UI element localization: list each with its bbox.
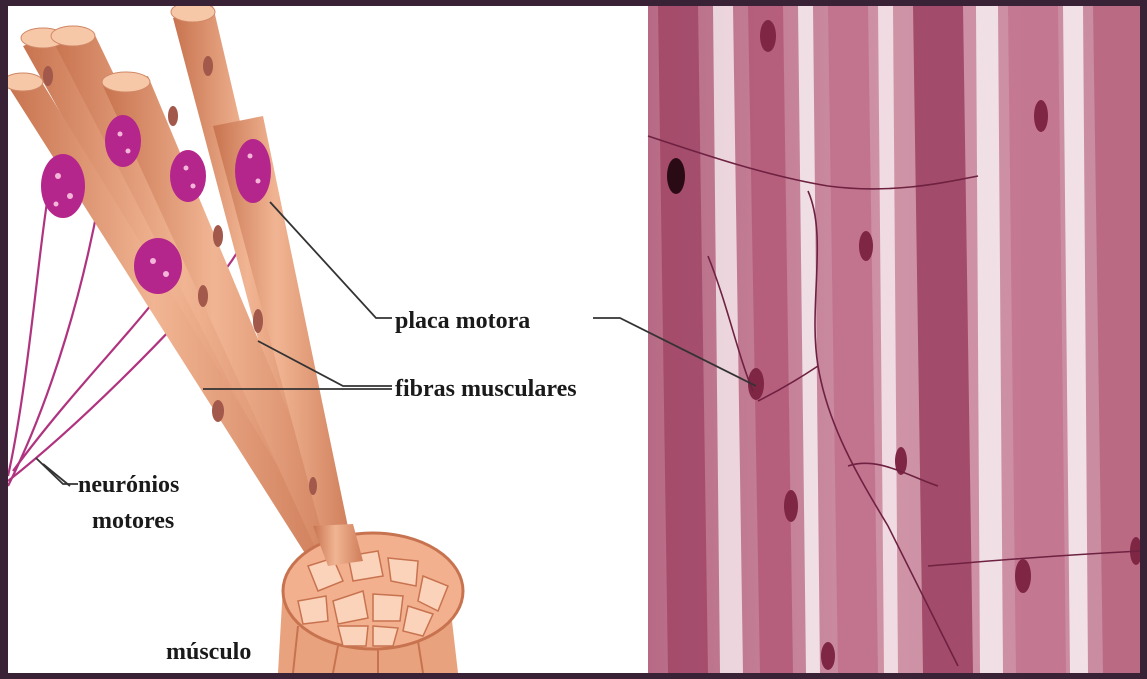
label-motor-plate: placa motora xyxy=(395,308,530,334)
label-motor-neurons-line2: motores xyxy=(92,508,174,534)
muscle-illustration xyxy=(8,6,463,673)
figure-panel: placa motora fibras musculares neurónios… xyxy=(8,6,1140,673)
label-motor-neurons-line1: neurónios xyxy=(78,472,179,498)
muscle-fibers xyxy=(8,6,353,558)
label-muscle: músculo xyxy=(166,639,251,665)
figure-svg: placa motora fibras musculares neurónios… xyxy=(8,6,1140,673)
label-muscle-fibers: fibras musculares xyxy=(395,376,577,402)
micrograph xyxy=(648,6,1140,673)
